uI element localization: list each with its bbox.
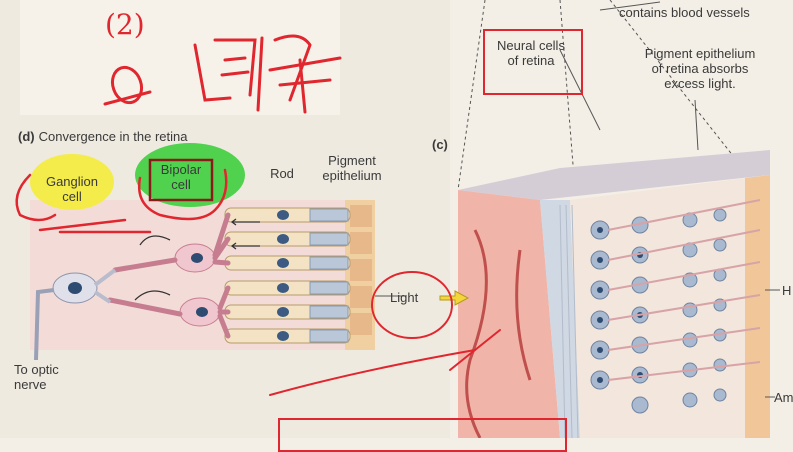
panel-d-letter: (d) [18, 129, 35, 144]
label-h-cut: H [782, 283, 792, 298]
red-annotations-d [15, 168, 228, 234]
pigment-cells-d [350, 205, 372, 335]
handwritten-number: (2) [105, 8, 145, 41]
ganglion-highlight [30, 154, 114, 210]
label-neural-cells: Neural cells of retina [497, 38, 565, 68]
ganglion-cell-d [34, 268, 117, 361]
bipolar-processes-d [107, 212, 231, 339]
figure-graphics [15, 0, 780, 438]
leader-lines-c [559, 1, 699, 151]
signal-arrows-d [134, 218, 260, 301]
label-am-cut: Am [774, 390, 793, 405]
red-annotations-c [269, 271, 501, 396]
zoom-guides [457, 0, 761, 191]
block-top [458, 150, 770, 200]
panel-d-title: (d)Convergence in the retina [18, 129, 187, 144]
bottom-red-box [278, 418, 567, 452]
bipolar-box [148, 158, 214, 202]
cells-c [559, 199, 761, 438]
label-pigment-epithelium-absorbs: Pigment epithelium of retina absorbs exc… [644, 46, 756, 91]
blood-vessels-c [465, 229, 532, 438]
block-pigment-column [745, 175, 770, 438]
bipolar-cells-d [174, 243, 221, 327]
label-ganglion-cell: Ganglion cell [45, 174, 99, 204]
handwriting-area [20, 0, 340, 115]
label-bipolar-cell: Bipolar cell [160, 162, 202, 192]
label-rod: Rod [270, 166, 294, 181]
panel-c-letter: (c) [432, 137, 448, 152]
light-arrow [439, 290, 470, 306]
label-to-optic-nerve: To optic nerve [14, 362, 59, 392]
rods-d [224, 207, 351, 344]
label-pigment-epithelium: Pigment epithelium [322, 153, 382, 183]
block-body [570, 175, 770, 438]
panel-d-title-text: Convergence in the retina [38, 129, 188, 144]
neural-cells-red-box [483, 29, 583, 95]
label-light: Light [390, 290, 419, 305]
label-blood-vessels: contains blood vessels [619, 5, 750, 20]
handwritten-scribble [103, 34, 342, 114]
